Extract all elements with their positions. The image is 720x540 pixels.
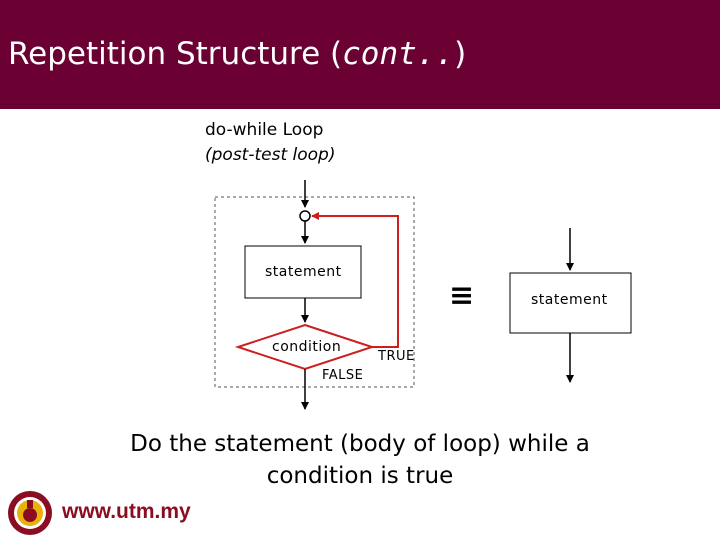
false-label: FALSE — [322, 368, 364, 383]
dashed-boundary — [214, 196, 415, 388]
left-statement-label: statement — [265, 264, 342, 280]
title-italic: cont.. — [342, 36, 455, 72]
diagram-heading: do-while Loop — [205, 120, 324, 140]
diagram-subheading: (post-test loop) — [205, 145, 336, 165]
title-close: ) — [454, 36, 467, 72]
equivalence-symbol: ≡ — [449, 278, 475, 313]
left-statement-box — [244, 245, 362, 299]
website-link[interactable]: www.utm.my — [62, 500, 191, 523]
true-loop-line — [311, 212, 399, 348]
condition-label: condition — [272, 339, 342, 355]
utm-logo-icon — [8, 491, 52, 535]
caption: Do the statement (body of loop) while a … — [60, 428, 660, 492]
right-statement-label: statement — [531, 292, 608, 308]
title-main: Repetition Structure ( — [8, 36, 343, 72]
junction-circle — [299, 210, 311, 222]
title-bar: Repetition Structure (cont..) — [0, 0, 720, 109]
caption-line-1: Do the statement (body of loop) while a — [130, 431, 590, 457]
right-statement-box — [509, 272, 632, 334]
slide-title: Repetition Structure (cont..) — [8, 36, 466, 72]
true-label: TRUE — [378, 349, 415, 364]
caption-line-2: condition is true — [266, 463, 454, 489]
